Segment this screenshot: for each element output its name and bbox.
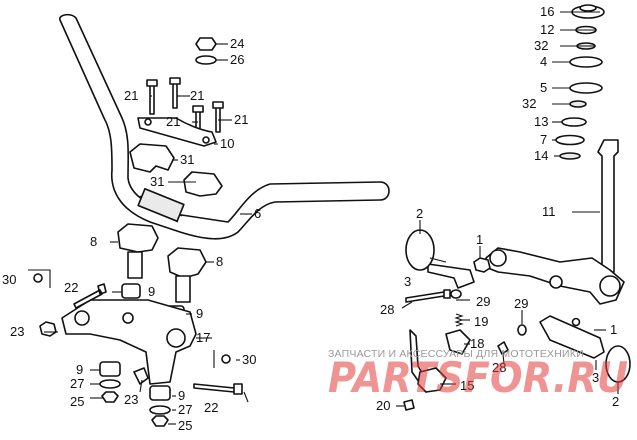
steering-stem-11[interactable] [485, 139, 625, 305]
callout-25: 25 [178, 418, 192, 433]
callout-27: 27 [70, 376, 84, 391]
callout-32: 32 [522, 96, 536, 111]
callout-9: 9 [76, 362, 83, 377]
callout-13: 13 [534, 114, 548, 129]
callout-28: 28 [492, 360, 506, 375]
callout-23: 23 [124, 392, 138, 407]
bolt-28-left[interactable] [405, 289, 451, 303]
callout-7: 7 [540, 132, 547, 147]
bracket-3-left[interactable] [427, 263, 475, 289]
callout-labels: 16 12 32 4 5 32 13 7 14 11 24 26 21 21 2… [2, 4, 619, 433]
callout-19: 19 [474, 314, 488, 329]
callout-23: 23 [10, 324, 24, 339]
callout-21: 21 [190, 88, 204, 103]
upper-holder-plate[interactable] [137, 117, 217, 147]
callout-14: 14 [534, 148, 548, 163]
clamp-nut-top[interactable] [195, 37, 217, 65]
callout-1: 1 [476, 232, 483, 247]
watermark-brand: PARTSFOR.RU [328, 353, 628, 402]
bracket-3-right[interactable] [539, 315, 605, 359]
bolt-group-21[interactable] [146, 77, 224, 135]
callout-29: 29 [476, 294, 490, 309]
callout-18: 18 [470, 336, 484, 351]
callout-17: 17 [196, 330, 210, 345]
callout-9: 9 [196, 306, 203, 321]
callout-31: 31 [150, 174, 164, 189]
watermark: ЗАПЧАСТИ И АКСЕССУАРЫ ДЛЯ МОТОТЕХНИКИ PA… [328, 348, 628, 402]
callout-30: 30 [2, 272, 16, 287]
bolt-28-right[interactable] [497, 341, 509, 355]
lower-bushings-left[interactable] [99, 361, 171, 427]
callout-9: 9 [148, 284, 155, 299]
callout-8: 8 [90, 234, 97, 249]
callout-30: 30 [242, 352, 256, 367]
callout-3: 3 [404, 274, 411, 289]
nut-1-upper[interactable] [473, 257, 491, 273]
callout-32: 32 [534, 38, 548, 53]
callout-31: 31 [180, 152, 194, 167]
handlebar-upper-holder-31[interactable] [129, 143, 223, 197]
callout-11: 11 [542, 204, 556, 219]
watermark-caption: ЗАПЧАСТИ И АКСЕССУАРЫ ДЛЯ МОТОТЕХНИКИ [328, 348, 584, 360]
callout-2: 2 [416, 206, 423, 221]
washer-29-right[interactable] [517, 324, 527, 336]
handlebar-part[interactable] [59, 13, 390, 240]
nut-23-left[interactable] [39, 321, 57, 337]
callout-22: 22 [64, 280, 78, 295]
callout-21: 21 [234, 112, 248, 127]
callout-21: 21 [124, 88, 138, 103]
spring-19[interactable] [454, 313, 464, 327]
callout-4: 4 [540, 54, 547, 69]
callout-2: 2 [612, 394, 619, 409]
callout-25: 25 [70, 394, 84, 409]
callout-1: 1 [610, 322, 617, 337]
callout-27: 27 [178, 402, 192, 417]
bulb-socket-15[interactable] [417, 367, 447, 393]
bolt-22-right[interactable] [193, 383, 243, 395]
washer-30-right[interactable] [213, 350, 231, 368]
callout-22: 22 [204, 400, 218, 415]
screw-20[interactable] [403, 399, 415, 411]
callout-5: 5 [540, 80, 547, 95]
top-bridge-17[interactable] [61, 299, 197, 385]
stem-washers[interactable] [555, 25, 603, 160]
callout-29: 29 [514, 296, 528, 311]
handlebar-lower-holder-8[interactable] [117, 223, 207, 303]
bolt-22-left[interactable] [73, 283, 107, 309]
callout-28: 28 [380, 302, 394, 317]
callout-26: 26 [230, 52, 244, 67]
callout-20: 20 [376, 398, 390, 413]
callout-3: 3 [592, 370, 599, 385]
callout-21: 21 [166, 114, 180, 129]
callout-24: 24 [230, 36, 244, 51]
reflector-2-left[interactable] [405, 229, 447, 271]
washer-29-left[interactable] [450, 289, 462, 299]
callout-16: 16 [540, 4, 554, 19]
callout-12: 12 [540, 22, 554, 37]
leader-lines [44, 11, 619, 425]
washer-30-left[interactable] [28, 269, 51, 288]
callout-10: 10 [220, 136, 234, 151]
callout-8: 8 [216, 254, 223, 269]
callout-6: 6 [254, 206, 261, 221]
callout-15: 15 [460, 378, 474, 393]
callout-9: 9 [178, 388, 185, 403]
